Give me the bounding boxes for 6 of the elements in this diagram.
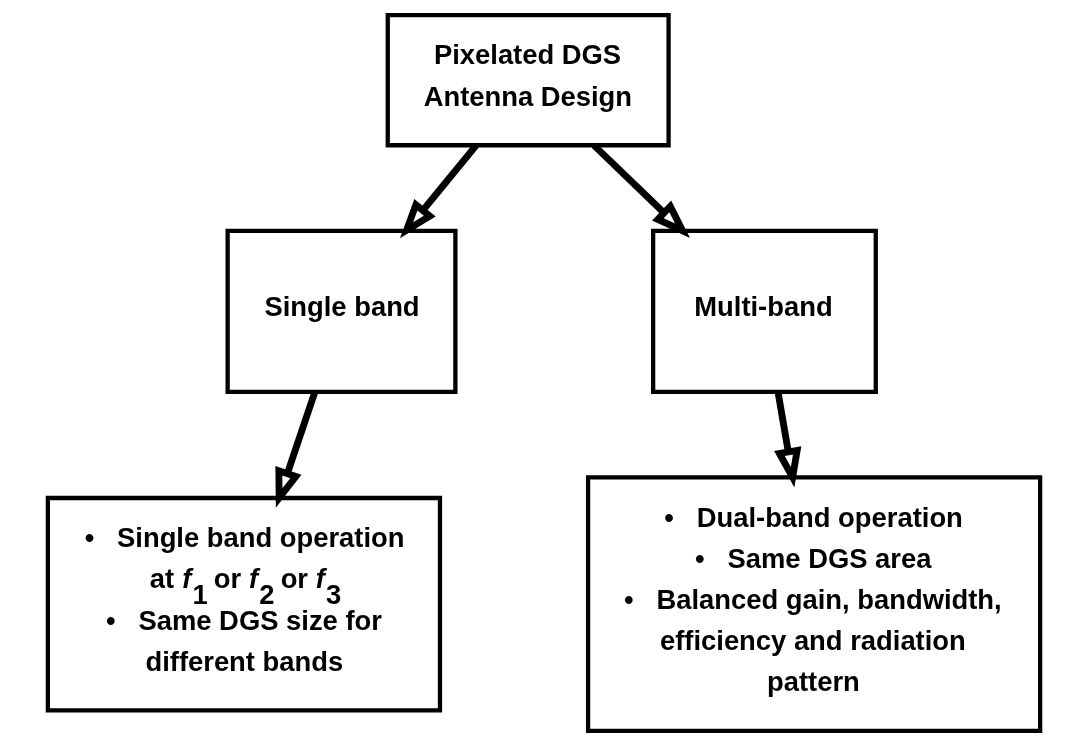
node-box: • Dual-band operation • Same DGS area • Balanced gain, bandwidth, efficiency and radiation pattern — [585, 475, 1043, 733]
node-box: Multi-band — [651, 228, 878, 394]
node-box: Pixelated DGS Antenna Design — [385, 12, 671, 148]
node-box: Single band — [225, 228, 458, 394]
arrow — [275, 391, 319, 508]
arrow — [774, 391, 802, 488]
